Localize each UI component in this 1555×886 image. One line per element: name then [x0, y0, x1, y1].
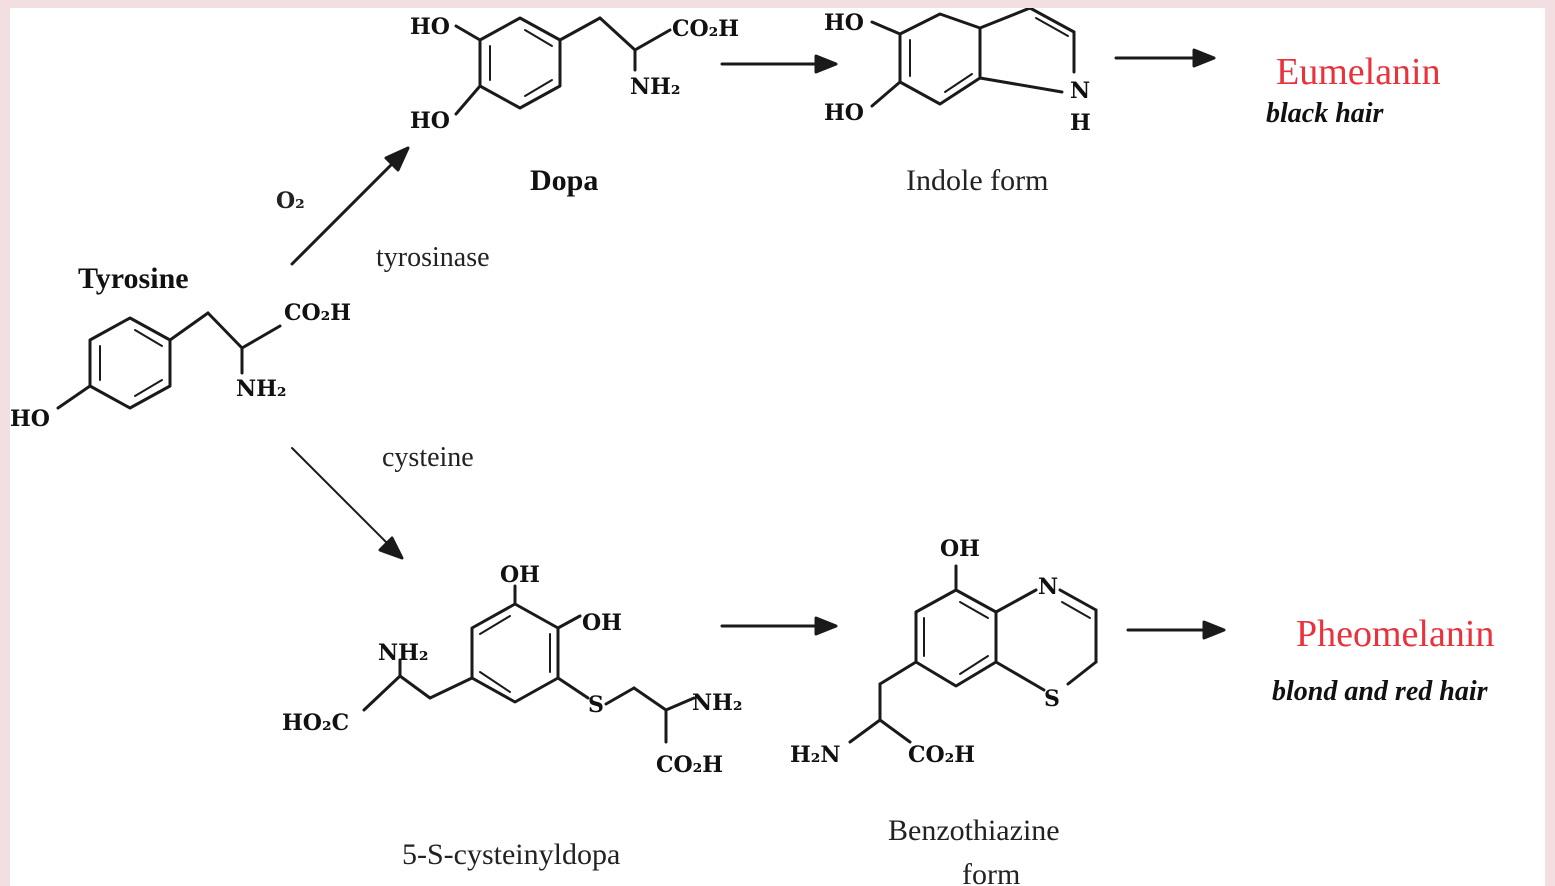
- indole-label: Indole form: [906, 164, 1048, 197]
- arrow-to-pheomelanin: [1126, 620, 1226, 640]
- benzothiazine-hydroxyl: OH: [940, 536, 980, 562]
- tyrosine-hydroxyl: HO: [10, 406, 50, 432]
- dopa-hydroxyl-2: HO: [410, 108, 450, 134]
- benzothiazine-label-line1: Benzothiazine: [888, 814, 1060, 847]
- tyrosine-amine: NH₂: [236, 376, 287, 402]
- cysteinyldopa-carboxyl-1: HO₂C: [282, 710, 349, 736]
- cysteinyldopa-carboxyl-2: CO₂H: [656, 752, 723, 778]
- benzothiazine-amine: H₂N: [790, 742, 841, 768]
- cysteine-label: cysteine: [382, 442, 474, 473]
- dopa-hydroxyl-1: HO: [410, 14, 450, 40]
- tyrosine-carboxyl: CO₂H: [284, 300, 351, 326]
- oxygen-reagent: O₂: [276, 188, 305, 214]
- cysteinyldopa-amine-2: NH₂: [692, 690, 743, 716]
- eumelanin-description: black hair: [1266, 98, 1385, 129]
- tyrosine-structure: HO CO₂H NH₂: [10, 300, 351, 432]
- cysteinyldopa-hydroxyl-2: OH: [582, 610, 622, 636]
- indole-hydroxyl-2: HO: [824, 100, 864, 126]
- melanin-pathway-diagram: HO CO₂H NH₂ Tyrosine O₂ tyrosinase cyste…: [10, 8, 1494, 886]
- cysteinyldopa-sulfur: S: [588, 692, 604, 718]
- cysteinyldopa-label: 5-S-cysteinyldopa: [402, 838, 620, 871]
- arrow-to-benzothiazine: [720, 616, 838, 636]
- tyrosinase-label: tyrosinase: [376, 242, 490, 273]
- benzothiazine-sulfur: S: [1044, 686, 1060, 712]
- cysteinyldopa-structure: OH OH NH₂ HO₂C S NH₂ CO₂H: [282, 562, 743, 778]
- benzothiazine-nitrogen: N: [1038, 574, 1058, 600]
- cysteinyldopa-amine-1: NH₂: [378, 640, 429, 666]
- arrow-to-dopa: [290, 146, 410, 266]
- dopa-structure: HO HO CO₂H NH₂: [410, 14, 739, 134]
- eumelanin-label: Eumelanin: [1276, 51, 1441, 93]
- indole-nitrogen: N: [1070, 78, 1090, 104]
- dopa-label: Dopa: [530, 164, 598, 197]
- indole-hydrogen: H: [1070, 110, 1091, 136]
- pheomelanin-label: Pheomelanin: [1296, 613, 1494, 655]
- indole-structure: HO HO N H: [824, 8, 1091, 136]
- benzothiazine-structure: OH N S H₂N CO₂H: [790, 536, 1098, 768]
- tyrosine-label: Tyrosine: [78, 262, 189, 295]
- benzothiazine-label-line2: form: [962, 858, 1020, 886]
- arrow-to-indole: [720, 54, 838, 74]
- benzothiazine-carboxyl: CO₂H: [908, 742, 975, 768]
- dopa-carboxyl: CO₂H: [672, 16, 739, 42]
- cysteinyldopa-hydroxyl-1: OH: [500, 562, 540, 588]
- diagram-frame: HO CO₂H NH₂ Tyrosine O₂ tyrosinase cyste…: [10, 8, 1545, 886]
- arrow-to-cysteinyldopa: [291, 447, 404, 560]
- dopa-amine: NH₂: [630, 74, 681, 100]
- arrow-to-eumelanin: [1114, 48, 1216, 68]
- indole-hydroxyl-1: HO: [824, 10, 864, 36]
- pheomelanin-description: blond and red hair: [1272, 676, 1489, 707]
